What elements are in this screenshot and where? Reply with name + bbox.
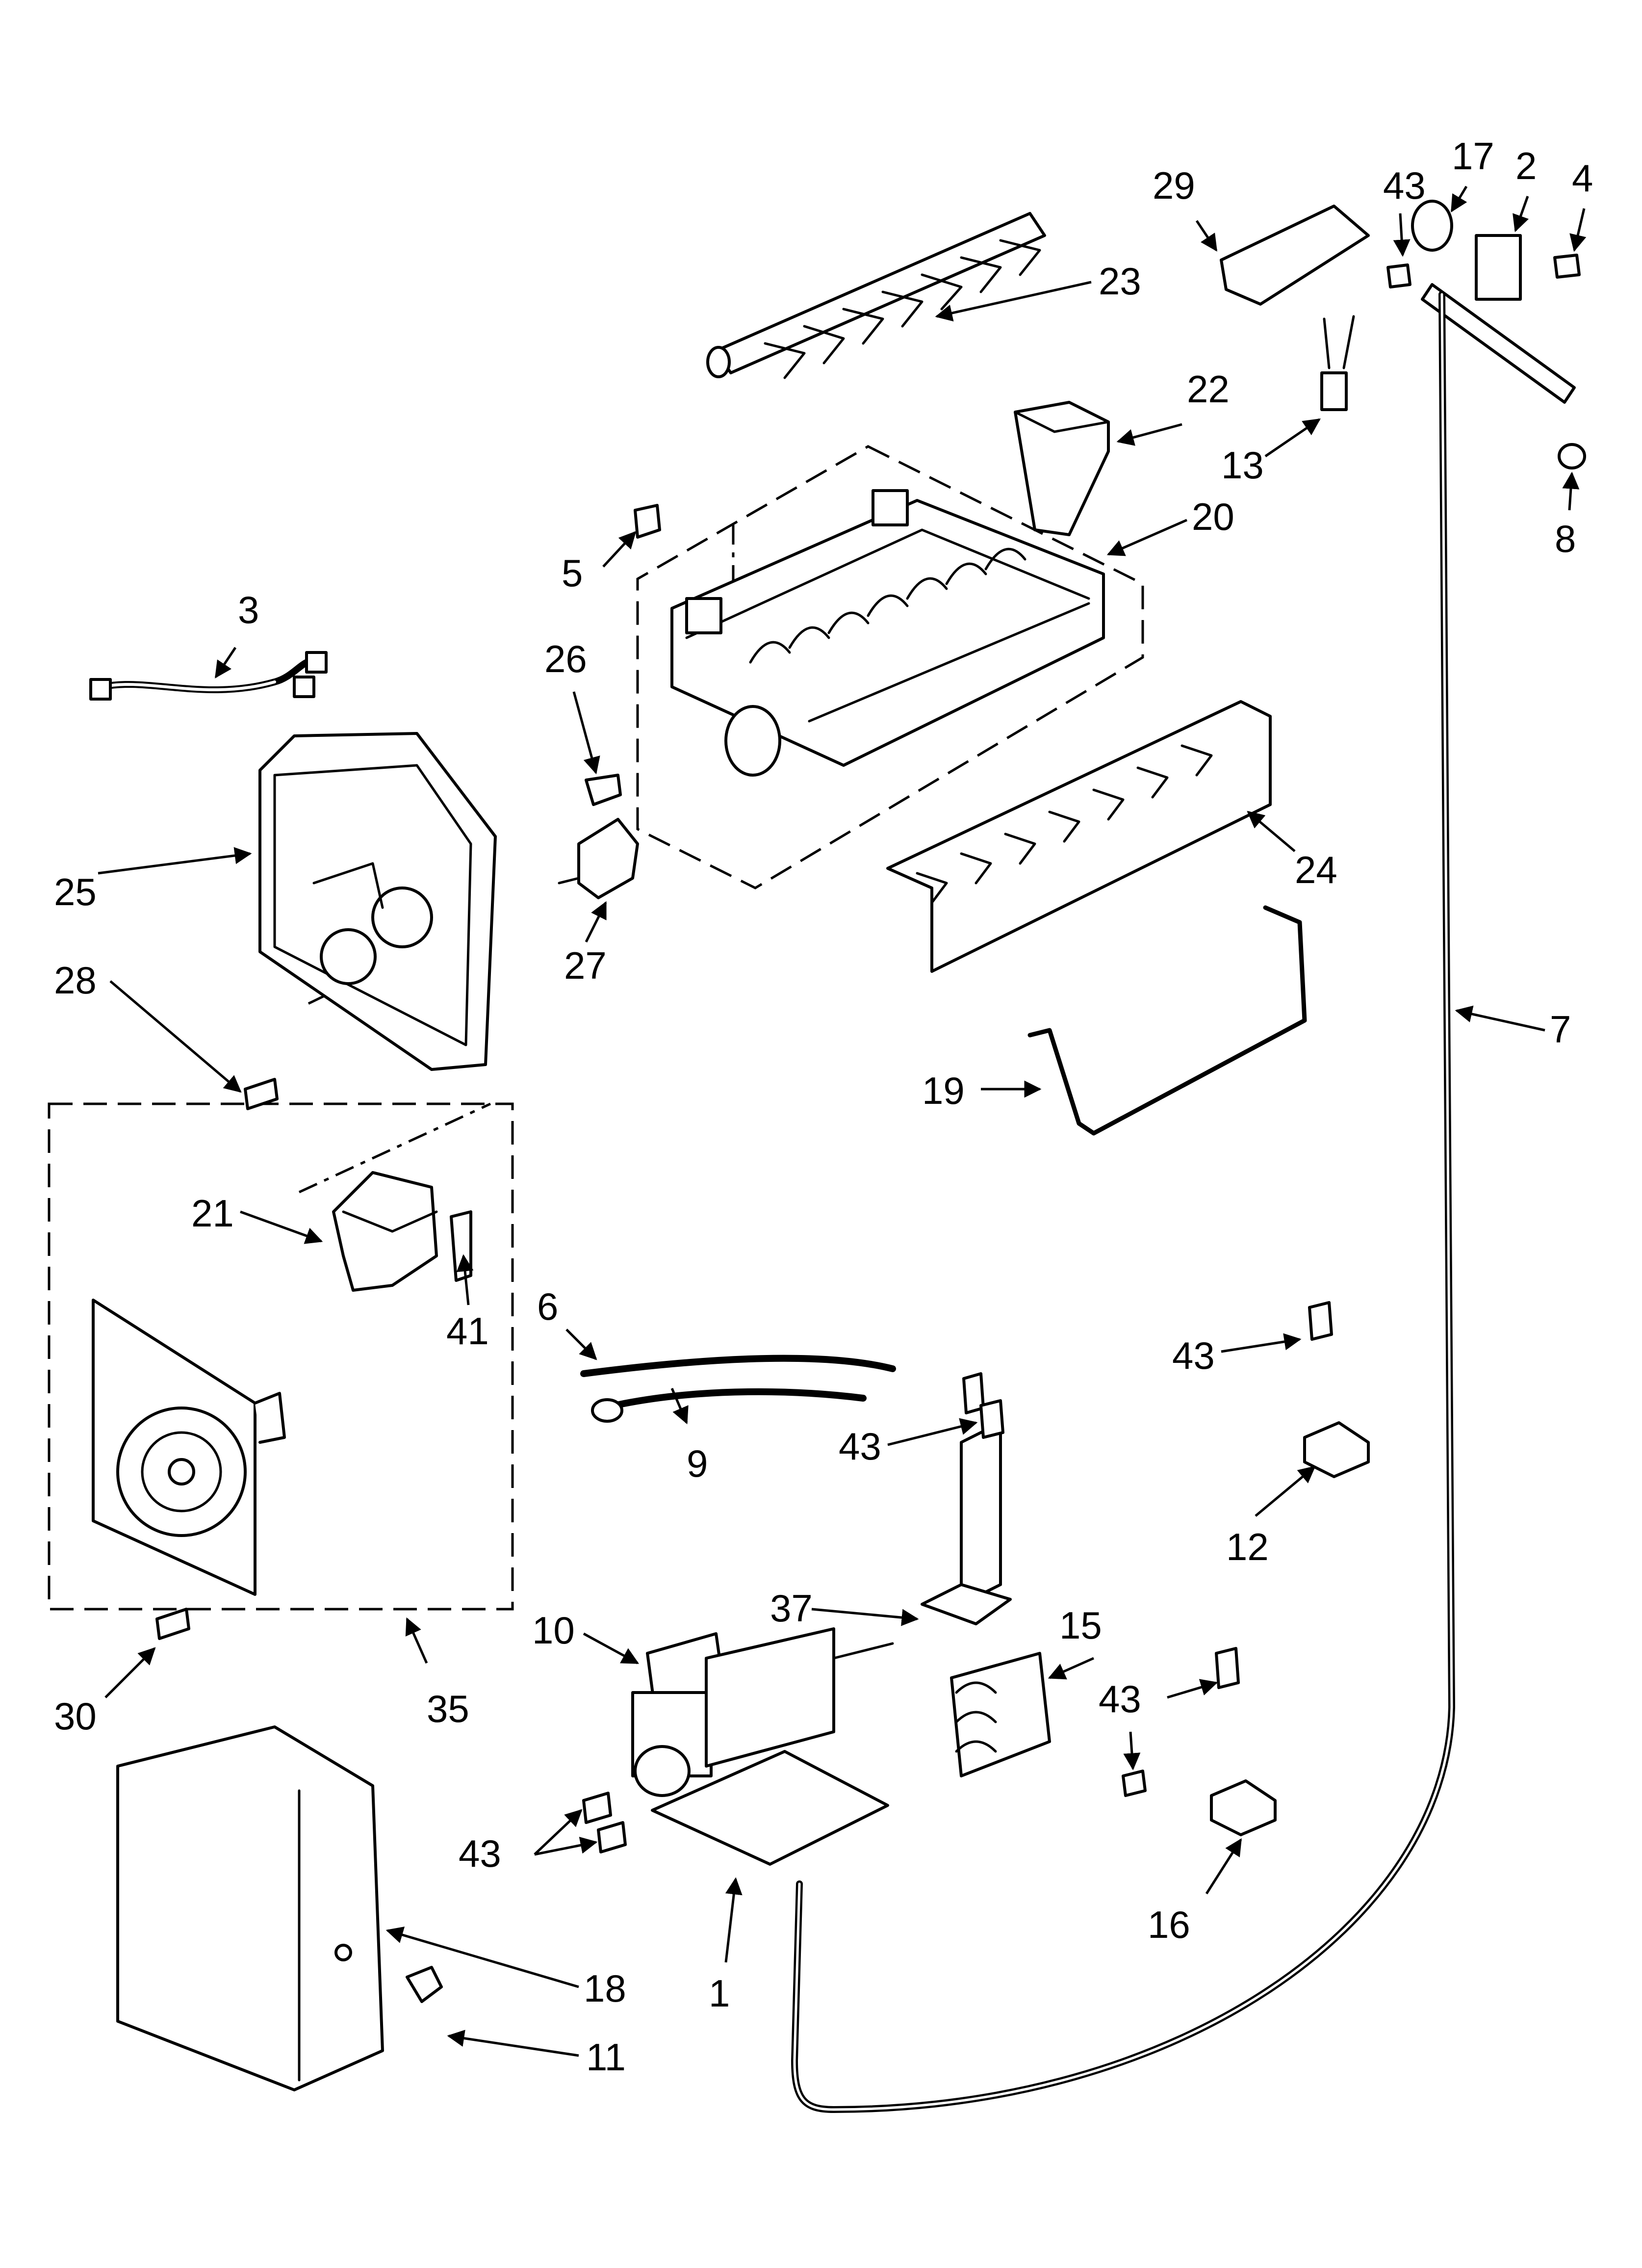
cover-screw-part xyxy=(406,1966,443,2003)
label-13: 13 xyxy=(1221,443,1264,487)
label-12: 12 xyxy=(1226,1525,1269,1568)
label-28: 28 xyxy=(54,959,97,1002)
label-19: 19 xyxy=(922,1069,965,1112)
motor-module-group-outline xyxy=(48,1102,514,1611)
module-housing-part xyxy=(258,732,497,1071)
callout-labels: 29 43 17 2 4 23 22 13 8 20 5 3 26 24 25 … xyxy=(54,134,1593,2079)
label-43: 43 xyxy=(1099,1677,1141,1721)
shutoff-arm-part xyxy=(1027,905,1307,1136)
terminal-part xyxy=(1320,315,1355,411)
fill-tube-parts xyxy=(1386,200,1586,469)
label-41: 41 xyxy=(446,1309,489,1353)
label-7: 7 xyxy=(1550,1008,1571,1051)
label-21: 21 xyxy=(191,1192,234,1235)
tube-clamp-part xyxy=(950,1652,1051,1777)
bearing-part xyxy=(585,774,622,806)
thermostat-part xyxy=(558,818,639,899)
label-43: 43 xyxy=(1172,1334,1215,1377)
fill-tube-6-part xyxy=(580,1355,896,1377)
label-18: 18 xyxy=(584,1967,626,2010)
fill-tube-9-part xyxy=(600,1388,867,1411)
label-43: 43 xyxy=(459,1832,501,1875)
bracket-part xyxy=(921,1372,1012,1625)
wire-harness-part xyxy=(89,651,328,701)
label-37: 37 xyxy=(770,1587,813,1630)
fill-cup-part xyxy=(1014,401,1110,536)
label-25: 25 xyxy=(54,870,97,913)
water-valve-part xyxy=(631,1627,894,1797)
label-30: 30 xyxy=(54,1694,97,1738)
motor-part xyxy=(332,1171,438,1292)
label-20: 20 xyxy=(1192,495,1234,538)
label-4: 4 xyxy=(1572,156,1593,200)
label-5: 5 xyxy=(562,551,583,595)
label-2: 2 xyxy=(1515,144,1537,187)
plate-screw-part xyxy=(155,1608,190,1640)
label-17: 17 xyxy=(1452,134,1494,178)
label-15: 15 xyxy=(1059,1604,1102,1647)
module-plate-part xyxy=(92,1299,286,1596)
label-43: 43 xyxy=(839,1425,881,1468)
shield-part xyxy=(1220,205,1370,306)
label-23: 23 xyxy=(1099,260,1141,303)
label-22: 22 xyxy=(1187,367,1230,411)
stripper-part xyxy=(886,700,1272,973)
label-27: 27 xyxy=(564,944,607,987)
module-screw-part xyxy=(244,1078,279,1110)
label-3: 3 xyxy=(238,588,259,631)
ice-mold-part xyxy=(670,489,1105,777)
tube-clip-16-part xyxy=(1210,1779,1277,1836)
label-16: 16 xyxy=(1148,1903,1190,1946)
clip-part xyxy=(634,504,661,539)
tube-clip-12-part xyxy=(1303,1421,1370,1478)
label-10: 10 xyxy=(532,1609,575,1652)
label-8: 8 xyxy=(1555,517,1576,560)
label-26: 26 xyxy=(544,637,587,680)
motor-screw-part xyxy=(450,1210,472,1282)
cover-part xyxy=(116,1725,384,2091)
label-29: 29 xyxy=(1153,164,1195,207)
label-11: 11 xyxy=(586,2035,626,2079)
ejector-part xyxy=(706,212,1046,379)
label-24: 24 xyxy=(1295,848,1337,891)
label-43: 43 xyxy=(1383,164,1426,207)
label-9: 9 xyxy=(687,1442,708,1485)
label-1: 1 xyxy=(709,1972,730,2015)
label-6: 6 xyxy=(537,1285,558,1328)
ice-maker-assembly-group-outline xyxy=(636,445,1144,889)
label-35: 35 xyxy=(427,1687,469,1730)
valve-bracket-part xyxy=(651,1750,889,1866)
